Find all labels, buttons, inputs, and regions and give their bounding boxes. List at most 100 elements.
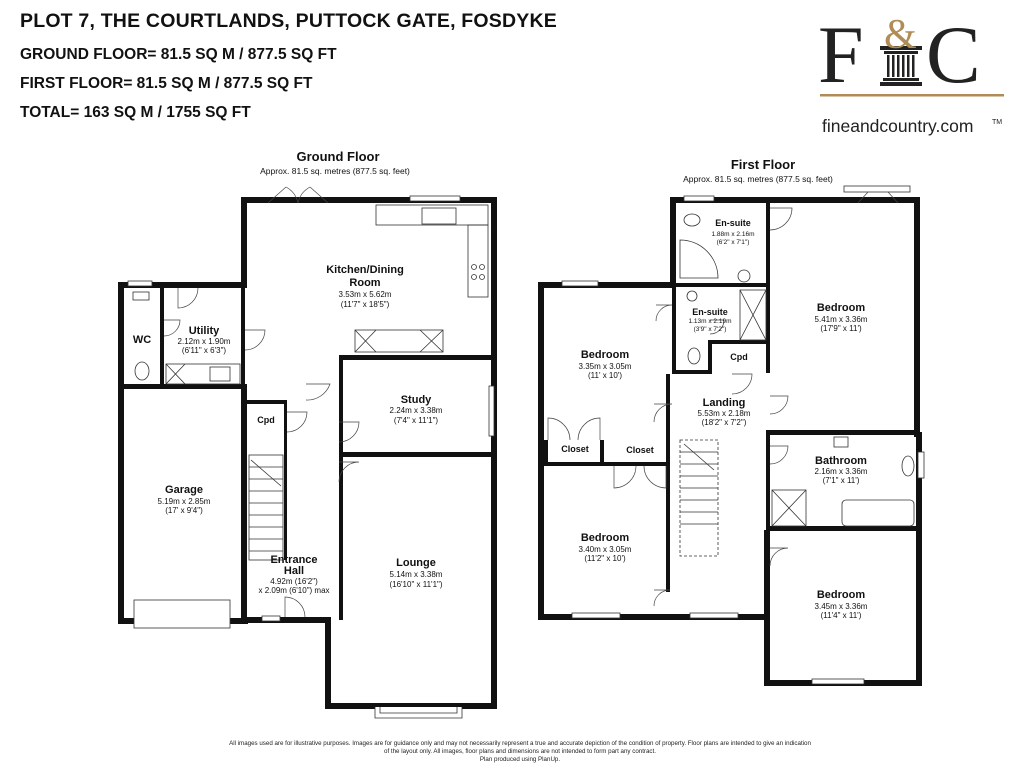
disclaimer-line-1: All images used are for illustrative pur… — [229, 740, 811, 747]
first-floor-fixtures — [679, 213, 915, 527]
ground-floor-title: Ground Floor — [296, 149, 379, 164]
svg-text:(7'1" x 11'): (7'1" x 11') — [823, 476, 860, 485]
room-closet-1: Closet — [561, 444, 589, 454]
ground-floor-doors — [163, 287, 360, 618]
logo-letter-f: F — [818, 12, 864, 100]
first-floor-plan: First Floor Approx. 81.5 sq. metres (877… — [538, 157, 925, 686]
svg-text:5.53m x 2.18m: 5.53m x 2.18m — [698, 409, 751, 418]
logo-trademark: TM — [992, 119, 1002, 126]
svg-text:1.13m x 2.19m: 1.13m x 2.19m — [689, 318, 732, 325]
ensuite-window — [683, 195, 715, 202]
room-cpd-ground: Cpd — [257, 415, 275, 425]
svg-text:2.16m x 3.36m: 2.16m x 3.36m — [815, 467, 868, 476]
svg-text:(11'2" x 10'): (11'2" x 10') — [584, 554, 626, 563]
first-floor-area-label: Approx. 81.5 sq. metres (877.5 sq. feet) — [683, 174, 833, 184]
svg-text:Garage: Garage — [165, 484, 203, 496]
room-ensuite-1: En-suite 1.88m x 2.16m (6'2" x 7'1") — [712, 218, 755, 246]
svg-text:Bathroom: Bathroom — [815, 455, 867, 467]
kitchen-patio-doors — [267, 186, 329, 204]
kitchen-window — [409, 195, 461, 202]
svg-text:Bedroom: Bedroom — [581, 532, 630, 544]
first-floor-doors — [547, 207, 793, 607]
logo-website[interactable]: fineandcountry.com — [822, 116, 973, 136]
floor-plans: Ground Floor Approx. 81.5 sq. metres (87… — [118, 149, 925, 719]
svg-text:3.45m x 3.36m: 3.45m x 3.36m — [815, 602, 868, 611]
room-ensuite-2: En-suite 1.13m x 2.19m (3'9" x 7'2") — [689, 307, 732, 333]
property-title: PLOT 7, THE COURTLANDS, PUTTOCK GATE, FO… — [20, 10, 557, 32]
disclaimer-line-2: of the layout only. All images, floor pl… — [384, 748, 656, 755]
svg-text:5.19m x 2.85m: 5.19m x 2.85m — [158, 497, 211, 506]
svg-text:(17'9" x 11'): (17'9" x 11') — [820, 324, 862, 333]
svg-text:1.88m x 2.16m: 1.88m x 2.16m — [712, 231, 755, 238]
room-closet-2: Closet — [626, 445, 654, 455]
svg-text:2.24m x 3.38m: 2.24m x 3.38m — [390, 406, 443, 415]
svg-text:5.41m x 3.36m: 5.41m x 3.36m — [815, 315, 868, 324]
logo-letter-c: C — [926, 12, 981, 100]
lounge-bay-window — [374, 707, 463, 719]
svg-text:3.40m x 3.05m: 3.40m x 3.05m — [579, 545, 632, 554]
svg-text:Utility: Utility — [189, 325, 220, 337]
room-entrance-hall: Entrance Hall 4.92m (16'2") x 2.09m (6'1… — [258, 554, 329, 595]
svg-text:(3'9" x 7'2"): (3'9" x 7'2") — [694, 326, 727, 333]
first-floor-stairs — [679, 439, 719, 557]
total-area: TOTAL= 163 SQ M / 1755 SQ FT — [20, 104, 251, 121]
first-floor-title: First Floor — [731, 157, 795, 172]
room-bedroom-lower-right: Bedroom 3.45m x 3.36m (11'4" x 11') — [815, 589, 868, 620]
svg-text:(6'2" x 7'1"): (6'2" x 7'1") — [717, 239, 750, 246]
disclaimer-line-3: Plan produced using PlanUp. — [479, 756, 561, 763]
room-cpd-first: Cpd — [730, 352, 748, 362]
svg-text:En-suite: En-suite — [715, 218, 751, 228]
svg-text:Entrance: Entrance — [270, 554, 317, 566]
logo-gold-rule — [820, 94, 1004, 97]
room-study: Study 2.24m x 3.38m (7'4" x 11'1") — [390, 394, 443, 425]
svg-text:(11'4" x 11'): (11'4" x 11') — [821, 611, 862, 620]
svg-text:Bedroom: Bedroom — [581, 349, 630, 361]
bedroom-lower-right-window — [811, 678, 865, 685]
garage-door — [133, 599, 231, 629]
room-bedroom-master: Bedroom 5.41m x 3.36m (17'9" x 11') — [815, 302, 868, 333]
svg-text:(11'7" x 18'5"): (11'7" x 18'5") — [341, 300, 390, 309]
room-utility: Utility 2.12m x 1.90m (6'11" x 6'3") — [178, 325, 231, 355]
svg-text:(16'10" x 11'1"): (16'10" x 11'1") — [389, 580, 442, 589]
fine-and-country-logo: F C & fineandcountry.com TM — [818, 12, 1004, 136]
room-wc: WC — [133, 334, 151, 346]
room-garage: Garage 5.19m x 2.85m (17' x 9'4") — [158, 484, 211, 515]
svg-text:Lounge: Lounge — [396, 557, 436, 569]
svg-text:2.12m x 1.90m: 2.12m x 1.90m — [178, 337, 231, 346]
svg-text:(17' x 9'4"): (17' x 9'4") — [165, 506, 203, 515]
svg-text:4.92m (16'2"): 4.92m (16'2") — [270, 577, 318, 586]
master-bedroom-window — [843, 185, 911, 193]
svg-text:(6'11" x 6'3"): (6'11" x 6'3") — [182, 346, 226, 355]
svg-text:x 2.09m (6'10") max: x 2.09m (6'10") max — [258, 586, 329, 595]
wc-window — [127, 280, 153, 287]
svg-text:3.53m x 5.62m: 3.53m x 5.62m — [339, 290, 392, 299]
logo-ampersand: & — [884, 12, 917, 58]
svg-text:Bedroom: Bedroom — [817, 589, 866, 601]
room-bedroom-lower-left: Bedroom 3.40m x 3.05m (11'2" x 10') — [579, 532, 632, 563]
bathroom-window — [917, 451, 925, 479]
ground-floor-plan: Ground Floor Approx. 81.5 sq. metres (87… — [118, 149, 497, 719]
svg-text:Study: Study — [401, 394, 432, 406]
hall-window — [261, 615, 281, 622]
svg-text:Kitchen/Dining: Kitchen/Dining — [326, 264, 404, 276]
svg-text:Hall: Hall — [284, 565, 304, 577]
svg-text:(11' x 10'): (11' x 10') — [588, 371, 622, 380]
svg-text:Room: Room — [349, 277, 380, 289]
logo-column-icon — [880, 46, 922, 86]
svg-text:5.14m x 3.38m: 5.14m x 3.38m — [390, 570, 443, 579]
svg-text:3.35m x 3.05m: 3.35m x 3.05m — [579, 362, 632, 371]
first-floor-area: FIRST FLOOR= 81.5 SQ M / 877.5 SQ FT — [20, 75, 313, 92]
ground-floor-area-label: Approx. 81.5 sq. metres (877.5 sq. feet) — [260, 166, 410, 176]
study-window — [488, 385, 495, 437]
ground-floor-walls — [118, 197, 497, 709]
room-kitchen-dining: Kitchen/Dining Room 3.53m x 5.62m (11'7"… — [326, 264, 404, 309]
ground-floor-area: GROUND FLOOR= 81.5 SQ M / 877.5 SQ FT — [20, 46, 337, 63]
svg-text:Bedroom: Bedroom — [817, 302, 866, 314]
bedroom-left-window — [561, 280, 599, 287]
ground-floor-stairs — [248, 454, 284, 561]
bedroom-lower-left-window — [571, 612, 621, 619]
room-landing: Landing 5.53m x 2.18m (18'2" x 7'2") — [698, 397, 751, 427]
room-bathroom: Bathroom 2.16m x 3.36m (7'1" x 11') — [815, 455, 868, 485]
disclaimer: All images used are for illustrative pur… — [150, 740, 890, 764]
svg-text:En-suite: En-suite — [692, 307, 728, 317]
